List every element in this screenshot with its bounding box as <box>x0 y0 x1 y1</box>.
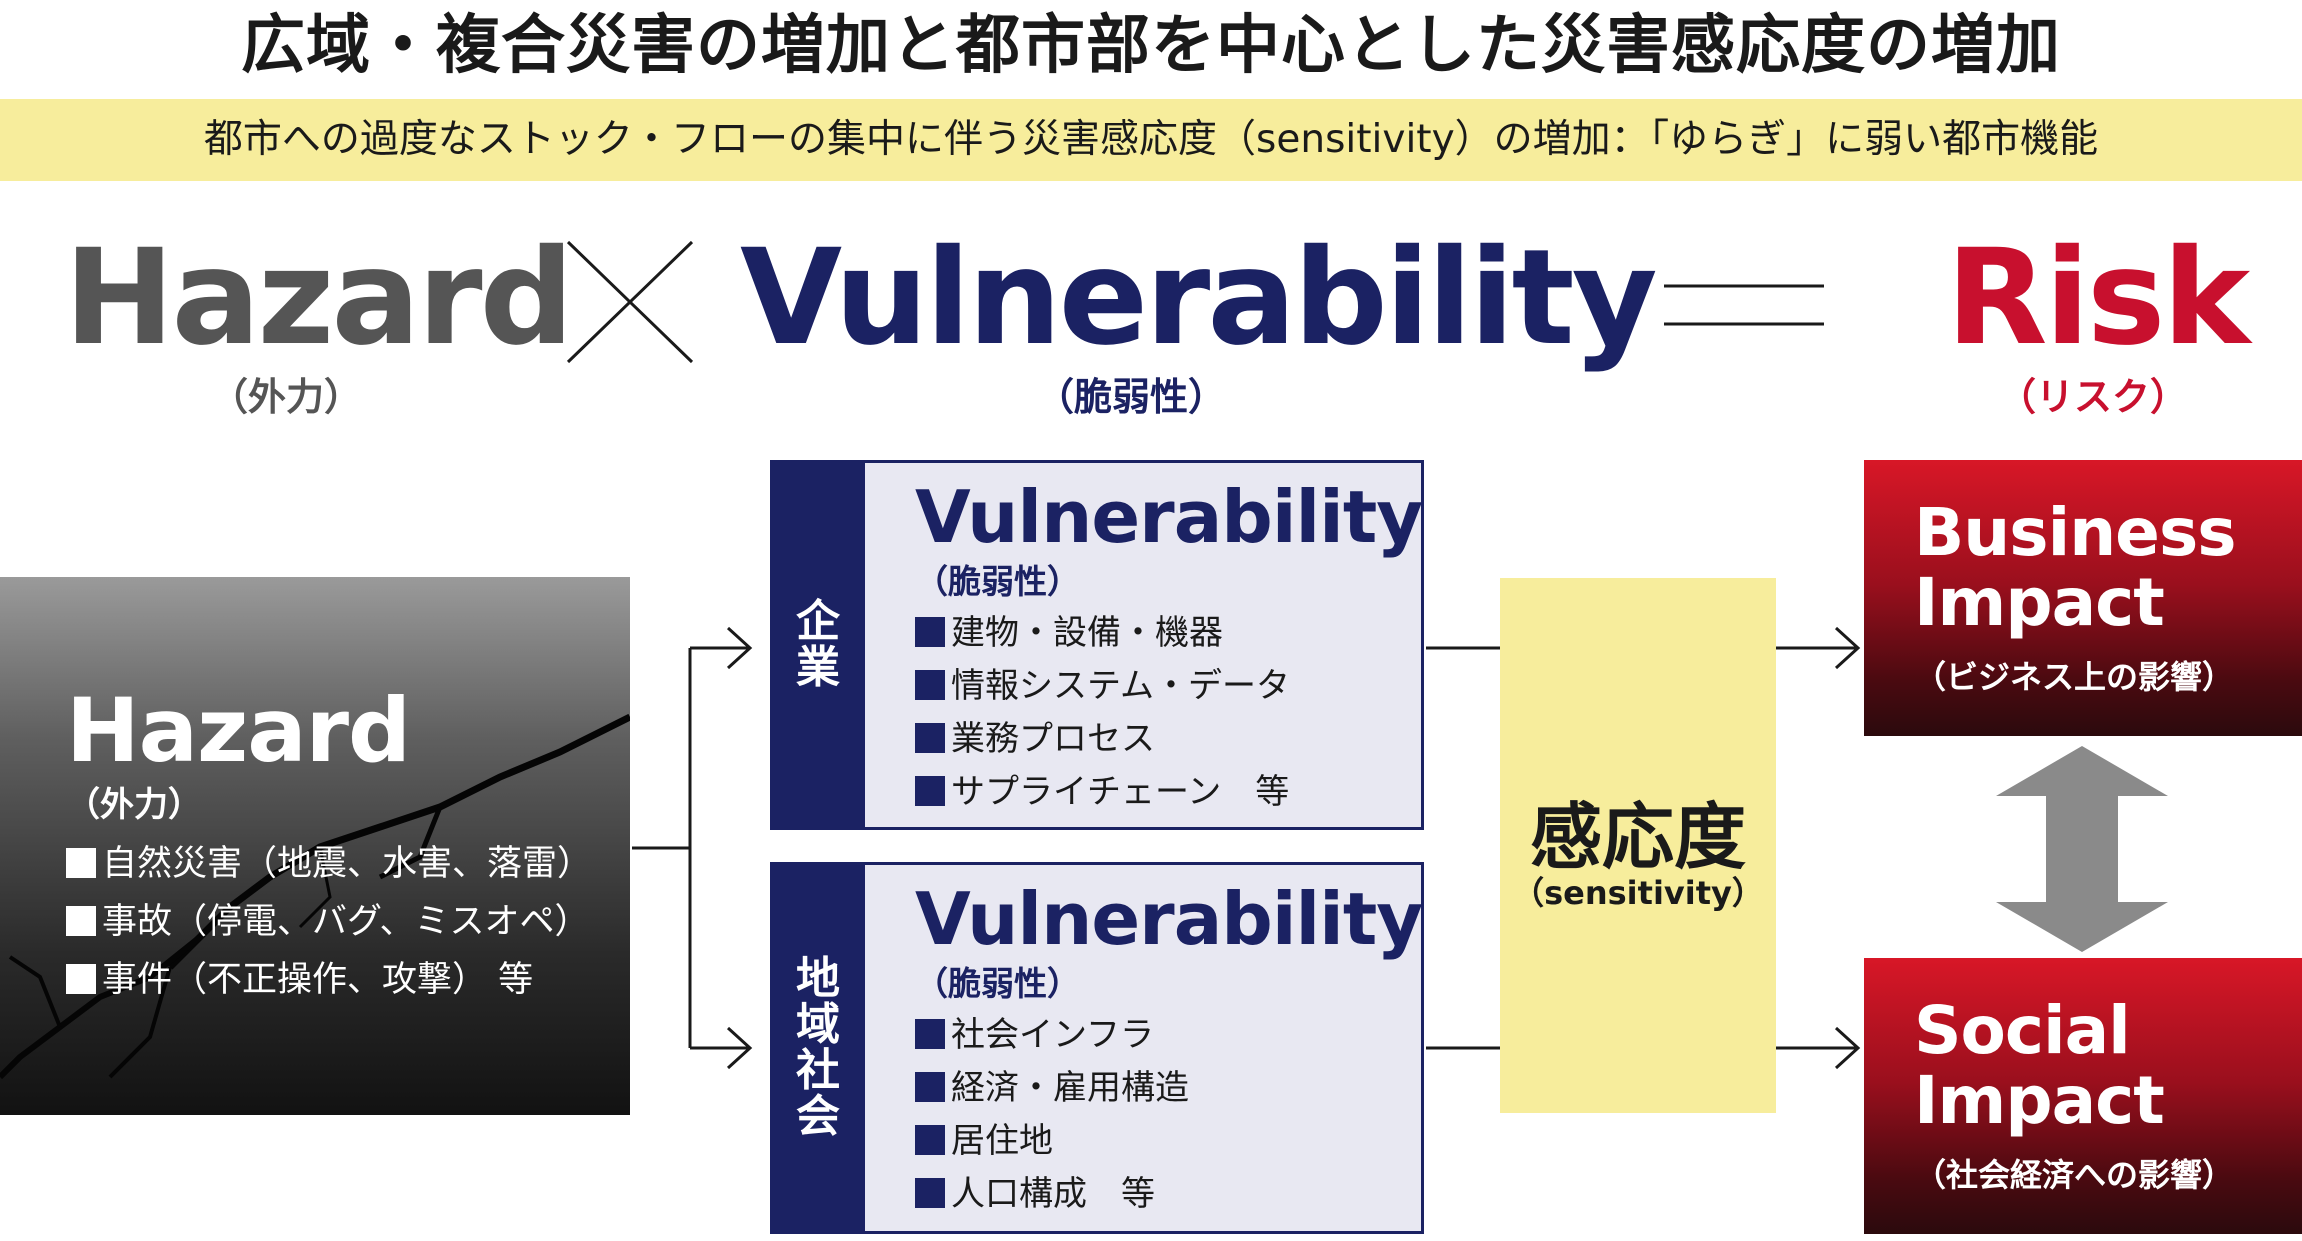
arrow-right-icon <box>726 1026 753 1070</box>
equation-vulnerability-sub: （脆弱性） <box>1036 375 1227 419</box>
equation-vulnerability-word: Vulnerability <box>740 221 1658 375</box>
vulnerability-company-body: Vulnerability （脆弱性） 建物・設備・機器 情報システム・データ … <box>863 463 1423 827</box>
vulnerability-community-side: 地域社会 <box>773 865 863 1231</box>
hazard-box: Hazard （外力） 自然災害（地震、水害、落雷） 事故（停電、バグ、ミスオペ… <box>0 577 630 1115</box>
social-impact-line2: Impact <box>1914 1062 2165 1139</box>
business-impact-box: Business Impact （ビジネス上の影響） <box>1864 460 2302 736</box>
bullet-square-icon <box>915 723 945 753</box>
vulnerability-company-box: 企業 Vulnerability （脆弱性） 建物・設備・機器 情報システム・デ… <box>770 460 1424 830</box>
double-arrow-icon <box>1996 746 2168 952</box>
business-impact-line1: Business <box>1914 494 2237 571</box>
bullet-square-icon <box>915 1178 945 1208</box>
subtitle-text: 都市への過度なストック・フローの集中に伴う災害感応度（sensitivity）の… <box>203 117 2099 162</box>
list-item: 経済・雇用構造 <box>915 1060 1189 1109</box>
social-impact-box: Social Impact （社会経済への影響） <box>1864 958 2302 1234</box>
equation-hazard-word: Hazard <box>64 221 574 375</box>
hazard-box-title: Hazard <box>66 679 411 782</box>
arrow-right-icon <box>1834 1026 1861 1070</box>
equation-risk-word: Risk <box>1946 221 2250 375</box>
equation-risk-sub: （リスク） <box>1998 375 2189 419</box>
hazard-box-sub: （外力） <box>66 785 202 825</box>
bullet-square-icon <box>915 1125 945 1155</box>
hazard-item: 事故（停電、バグ、ミスオペ） <box>66 893 590 944</box>
bullet-square-icon <box>66 964 96 994</box>
bullet-square-icon <box>915 617 945 647</box>
vulnerability-community-side-label: 地域社会 <box>796 952 840 1143</box>
business-impact-line2: Impact <box>1914 564 2165 641</box>
vulnerability-community-body: Vulnerability （脆弱性） 社会インフラ 経済・雇用構造 居住地 人… <box>863 865 1423 1231</box>
sensitivity-title: 感応度 <box>1529 795 1746 879</box>
list-item: 業務プロセス <box>915 711 1155 760</box>
list-item: 人口構成 等 <box>915 1166 1155 1215</box>
list-item: 情報システム・データ <box>915 658 1290 707</box>
arrow-right-icon <box>726 626 753 670</box>
bullet-square-icon <box>915 776 945 806</box>
list-item: 社会インフラ <box>915 1007 1154 1056</box>
arrow-right-icon <box>1834 626 1861 670</box>
business-impact-sub: （ビジネス上の影響） <box>1914 658 2235 696</box>
list-item: 建物・設備・機器 <box>915 605 1223 654</box>
crack-texture-icon <box>0 713 630 1080</box>
social-impact-sub: （社会経済への影響） <box>1914 1156 2235 1194</box>
bullet-square-icon <box>66 848 96 878</box>
hazard-item: 事件（不正操作、攻撃） 等 <box>66 951 533 1002</box>
bullet-square-icon <box>915 1072 945 1102</box>
sensitivity-sub: （sensitivity） <box>1512 874 1764 912</box>
sensitivity-box: 感応度 （sensitivity） <box>1500 578 1776 1113</box>
vulnerability-company-side: 企業 <box>773 463 863 827</box>
times-symbol <box>566 240 694 364</box>
social-impact-line1: Social <box>1914 992 2131 1069</box>
vulnerability-company-side-label: 企業 <box>796 595 840 693</box>
vulnerability-company-sub: （脆弱性） <box>915 562 1080 601</box>
bullet-square-icon <box>66 906 96 936</box>
equation-hazard-sub: （外力） <box>210 375 363 419</box>
vulnerability-community-title: Vulnerability <box>915 877 1423 961</box>
equals-symbol <box>1664 284 1824 326</box>
page-title: 広域・複合災害の増加と都市部を中心とした災害感応度の増加 <box>241 9 2061 83</box>
vulnerability-community-sub: （脆弱性） <box>915 964 1080 1003</box>
list-item: 居住地 <box>915 1113 1053 1162</box>
hazard-item: 自然災害（地震、水害、落雷） <box>66 835 592 886</box>
bullet-square-icon <box>915 670 945 700</box>
bullet-square-icon <box>915 1019 945 1049</box>
vulnerability-company-title: Vulnerability <box>915 475 1423 559</box>
vulnerability-community-box: 地域社会 Vulnerability （脆弱性） 社会インフラ 経済・雇用構造 … <box>770 862 1424 1234</box>
list-item: サプライチェーン 等 <box>915 764 1289 813</box>
subtitle-band: 都市への過度なストック・フローの集中に伴う災害感応度（sensitivity）の… <box>0 99 2302 181</box>
